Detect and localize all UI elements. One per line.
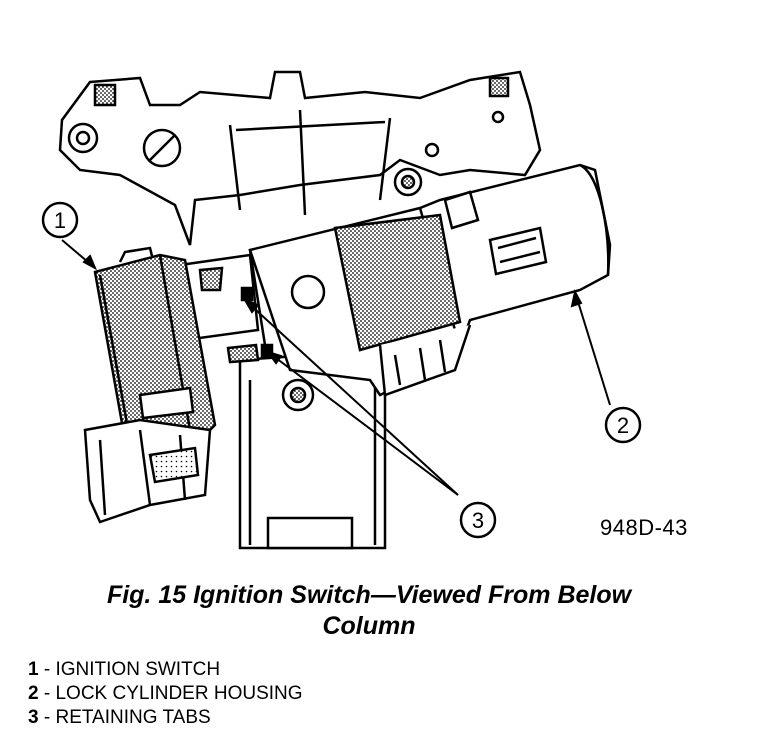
mounting-screws — [281, 167, 423, 412]
legend-item: 3 - RETAINING TABS — [28, 706, 303, 730]
legend-label: IGNITION SWITCH — [55, 659, 221, 680]
legend-separator: - — [38, 683, 56, 704]
callout-number: 1 — [54, 208, 66, 233]
legend: 1 - IGNITION SWITCH 2 - LOCK CYLINDER HO… — [28, 658, 303, 730]
legend-label: RETAINING TABS — [55, 707, 211, 728]
callout-1: 1 — [41, 201, 79, 239]
callout-2: 2 — [604, 406, 642, 444]
retaining-tabs — [178, 253, 274, 364]
callout-3: 3 — [459, 501, 497, 539]
ignition-switch-illustration: 1 2 3 — [41, 70, 642, 550]
legend-item: 1 - IGNITION SWITCH — [28, 658, 303, 682]
callout-number: 2 — [617, 413, 629, 438]
legend-separator: - — [38, 659, 56, 680]
figure-code: 948D-43 — [600, 515, 688, 540]
legend-item: 2 - LOCK CYLINDER HOUSING — [28, 682, 303, 706]
caption-line-1: Fig. 15 Ignition Switch—Viewed From Belo… — [106, 581, 632, 609]
legend-separator: - — [38, 707, 56, 728]
legend-number: 2 — [28, 683, 39, 704]
ignition-switch — [83, 246, 217, 524]
leader-lines — [61, 239, 611, 496]
lock-cylinder-housing — [248, 163, 612, 397]
callout-number: 3 — [472, 508, 484, 533]
legend-label: LOCK CYLINDER HOUSING — [55, 683, 303, 704]
legend-number: 3 — [28, 707, 39, 728]
steering-column — [238, 348, 387, 550]
legend-number: 1 — [28, 659, 39, 680]
mounting-bracket — [58, 70, 542, 246]
caption-line-2: Column — [322, 612, 416, 640]
figure-caption: Fig. 15 Ignition Switch—Viewed From Belo… — [0, 580, 738, 642]
